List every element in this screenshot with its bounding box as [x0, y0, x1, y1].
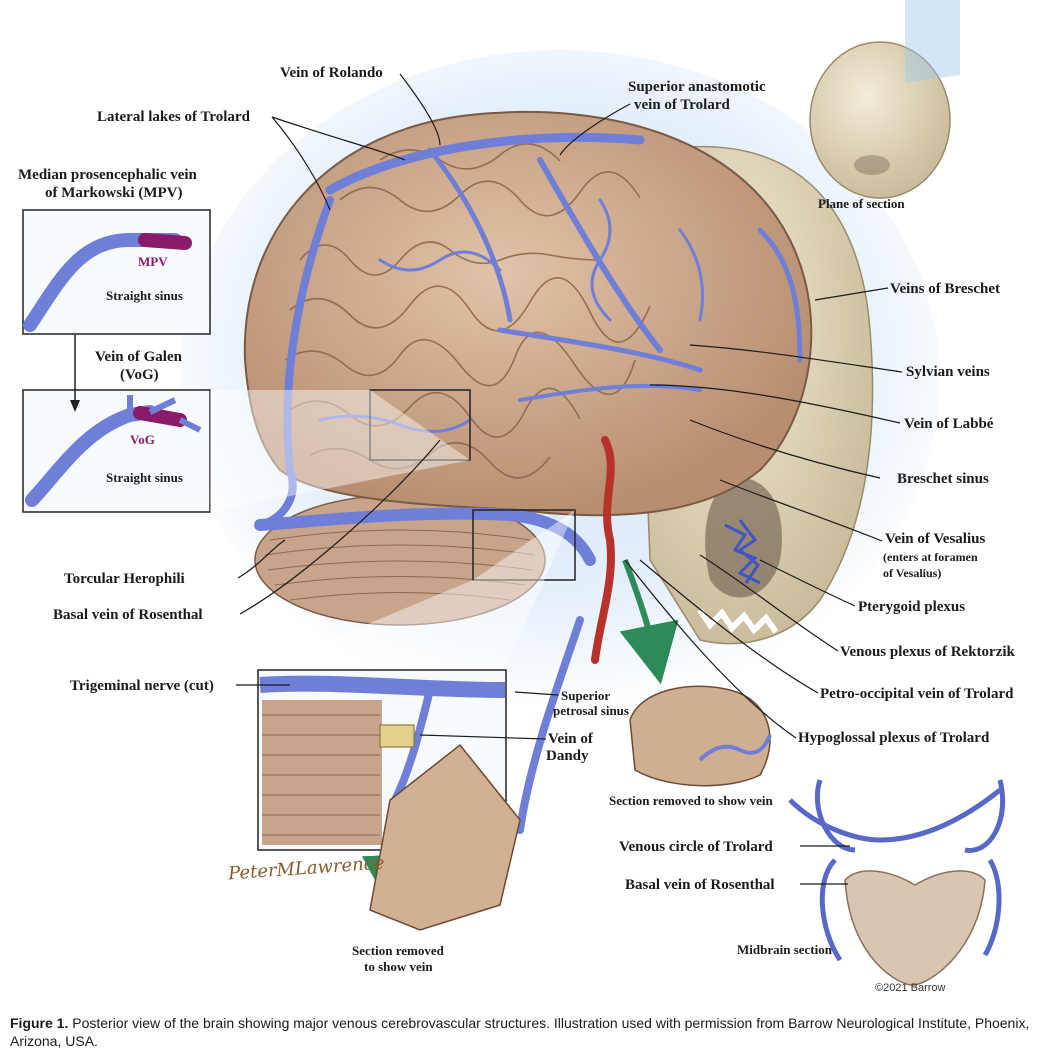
label-plane-of-section: Plane of section [818, 196, 905, 211]
vein-of-labbe [518, 383, 702, 402]
label-straight-sinus-1: Straight sinus [106, 288, 183, 303]
midbrain-inset [788, 779, 1006, 986]
label-mpv-1: Median prosencephalic vein [18, 167, 197, 183]
label-mpv-tag: MPV [138, 254, 168, 269]
zoom-box-galen [369, 389, 471, 461]
label-rektorzik: Venous plexus of Rektorzik [840, 644, 1015, 660]
lateral-lake-vein [256, 196, 334, 529]
label-superior-petrosal-2: petrosal sinus [553, 703, 629, 718]
label-vesalius-3: of Vesalius) [883, 566, 942, 580]
label-vein-of-labbe: Vein of Labbé [904, 416, 994, 432]
label-section-removed-b1: Section removed [352, 943, 444, 958]
vein-of-rolando [427, 147, 513, 323]
descending-vein [516, 616, 584, 834]
label-venous-circle: Venous circle of Trolard [619, 839, 773, 855]
label-vein-of-rolando: Vein of Rolando [280, 65, 383, 81]
label-superior-petrosal-1: Superior [561, 688, 611, 703]
label-lateral-lakes: Lateral lakes of Trolard [97, 109, 250, 125]
label-dandy-1: Vein of [548, 731, 593, 747]
label-basal-vein-rosenthal: Basal vein of Rosenthal [53, 607, 203, 623]
section-removed-left [369, 743, 521, 931]
green-arrow-right [619, 558, 679, 685]
label-mpv-2: of Markowski (MPV) [45, 185, 183, 201]
label-vesalius-2: (enters at foramen [883, 550, 978, 564]
plane-of-section-inset [809, 0, 960, 199]
label-galen-1: Vein of Galen [95, 349, 182, 365]
label-trigeminal: Trigeminal nerve (cut) [70, 678, 214, 694]
label-vein-of-vesalius: Vein of Vesalius [885, 531, 986, 547]
copyright: ©2021 Barrow [875, 982, 946, 994]
label-straight-sinus-2: Straight sinus [106, 470, 183, 485]
caption-text: Posterior view of the brain showing majo… [10, 1015, 1030, 1049]
label-section-removed-b2: to show vein [364, 959, 433, 974]
superior-sagittal-vein [325, 132, 645, 195]
vog-inset [22, 389, 211, 513]
zoom-box-petrosal [472, 509, 576, 581]
label-midbrain-section: Midbrain section [737, 942, 832, 957]
label-superior-anastomotic-2: vein of Trolard [634, 97, 730, 113]
pterygoid-plexus [724, 519, 761, 585]
sylvian-vein [497, 327, 703, 373]
label-superior-anastomotic-1: Superior anastomotic [628, 79, 766, 95]
anatomy-illustration [22, 0, 1006, 986]
label-sylvian-veins: Sylvian veins [906, 364, 990, 380]
label-pterygoid-plexus: Pterygoid plexus [858, 599, 966, 615]
label-dandy-2: Dandy [546, 748, 589, 764]
skull-teeth [697, 608, 779, 635]
label-hypoglossal: Hypoglossal plexus of Trolard [798, 730, 990, 746]
label-basal-vein-rosenthal-2: Basal vein of Rosenthal [625, 877, 775, 893]
internal-carotid-artery [591, 436, 615, 664]
figure-caption: Figure 1. Posterior view of the brain sh… [10, 1014, 1055, 1050]
label-torcular-herophili: Torcular Herophili [64, 571, 185, 587]
label-breschet-sinus: Breschet sinus [897, 471, 989, 487]
zoom-projection [210, 390, 470, 512]
label-petro-occipital: Petro-occipital vein of Trolard [820, 686, 1014, 702]
zoom-projection-2 [258, 510, 575, 670]
label-vog-tag: VoG [130, 432, 155, 447]
label-section-removed-a: Section removed to show vein [609, 793, 773, 808]
label-galen-2: (VoG) [120, 367, 159, 383]
mpv-inset [22, 209, 211, 335]
breschet-vein [757, 227, 803, 363]
cerebellum-folia [264, 529, 536, 601]
section-removed-right [629, 685, 771, 787]
label-veins-of-breschet: Veins of Breschet [890, 281, 1000, 297]
caption-label: Figure 1. [10, 1015, 69, 1031]
venous-network [254, 132, 803, 834]
leader-lines [236, 73, 903, 885]
transverse-sinus [254, 507, 596, 566]
